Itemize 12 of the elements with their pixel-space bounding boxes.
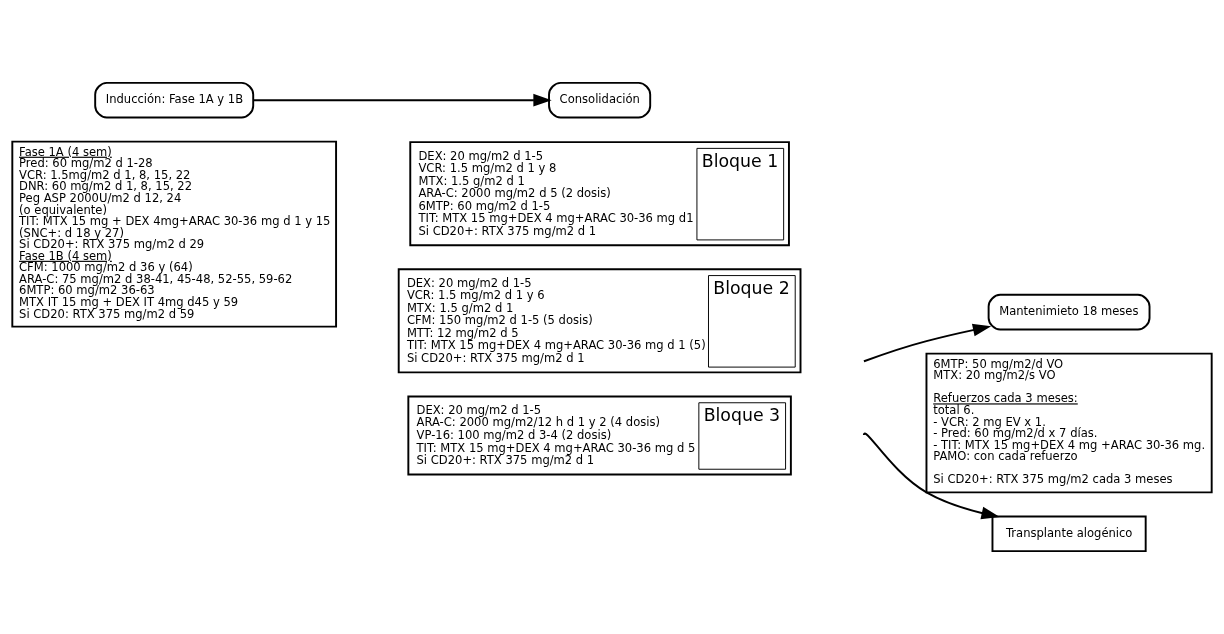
arrow — [862, 432, 1000, 520]
node-box: Fase 1A (4 sem) Pred: 60 mg/m2 d 1-28 VCR: 1.5mg/m2 d 1, 8, 15, 22 DNR: 60 mg/m2 d 1, 8, 15, 22 Peg ASP 2000U/m2 d 12, 24 (o equivalente) TIT: MTX 15 mg + DEX 4mg+ARAC 30-36 mg d 1 y 15 (SNC+: d 18 y 27) Si CD20+: RTX 375 mg/m2 d 29 Fase 1B (4 sem) CFM: 1000 mg/m2 d 36 y (64) ARA-C: 75 mg/m2 d 38-41, 45-48, 52-55, 59-62 6MTP: 60 mg/m2 36-63 MTX IT 15 mg + DEX IT 4mg d45 y 59 Si CD20: RTX 375 mg/m2 d 59 — [11, 140, 338, 328]
node-box: 6MTP: 50 mg/m2/d VO MTX: 20 mg/m2/s VO Refuerzos cada 3 meses: total 6. - VCR: 2 mg EV x 1. - Pred: 60 mg/m2/d x 7 días. - TIT: MTX 15 mg+DEX 4 mg +ARAC 30-36 mg. PAMO: con cada refuerzo Si CD20+: RTX 375 mg/m2 cada 3 meses — [925, 352, 1213, 494]
node-box: Inducción: Fase 1A y 1B — [94, 81, 255, 119]
node-box: Consolidación — [548, 81, 652, 119]
node-box: DEX: 20 mg/m2 d 1-5 ARA-C: 2000 mg/m2/12 h d 1 y 2 (4 dosis) VP-16: 100 mg/m2 d 3-4 (2 dosis) TIT: MTX 15 mg+DEX 4 mg+ARAC 30-36 mg d 5 Si CD20+: RTX 375 mg/m2 d 1 Bloque 3 — [407, 395, 792, 476]
arrow — [862, 323, 992, 363]
node-box: Transplante alogénico — [991, 515, 1147, 553]
node-box: DEX: 20 mg/m2 d 1-5 VCR: 1.5 mg/m2 d 1 y 6 MTX: 1.5 g/m2 d 1 CFM: 150 mg/m2 d 1-5 (5 dosis) MTT: 12 mg/m2 d 5 TIT: MTX 15 mg+DEX 4 mg+ARAC 30-36 mg d 1 (5) Si CD20+: RTX 375 mg/m2 d 1 Bloque 2 — [397, 268, 802, 374]
node-box: DEX: 20 mg/m2 d 1-5 VCR: 1.5 mg/m2 d 1 y 8 MTX: 1.5 g/m2 d 1 ARA-C: 2000 mg/m2 d 5 (2 dosis) 6MTP: 60 mg/m2 d 1-5 TIT: MTX 15 mg+DEX 4 mg+ARAC 30-36 mg d1 Si CD20+: RTX 375 mg/m2 d 1 Bloque 1 — [409, 141, 790, 247]
node-box: Mantenimieto 18 meses — [987, 293, 1151, 331]
arrow — [252, 93, 552, 107]
